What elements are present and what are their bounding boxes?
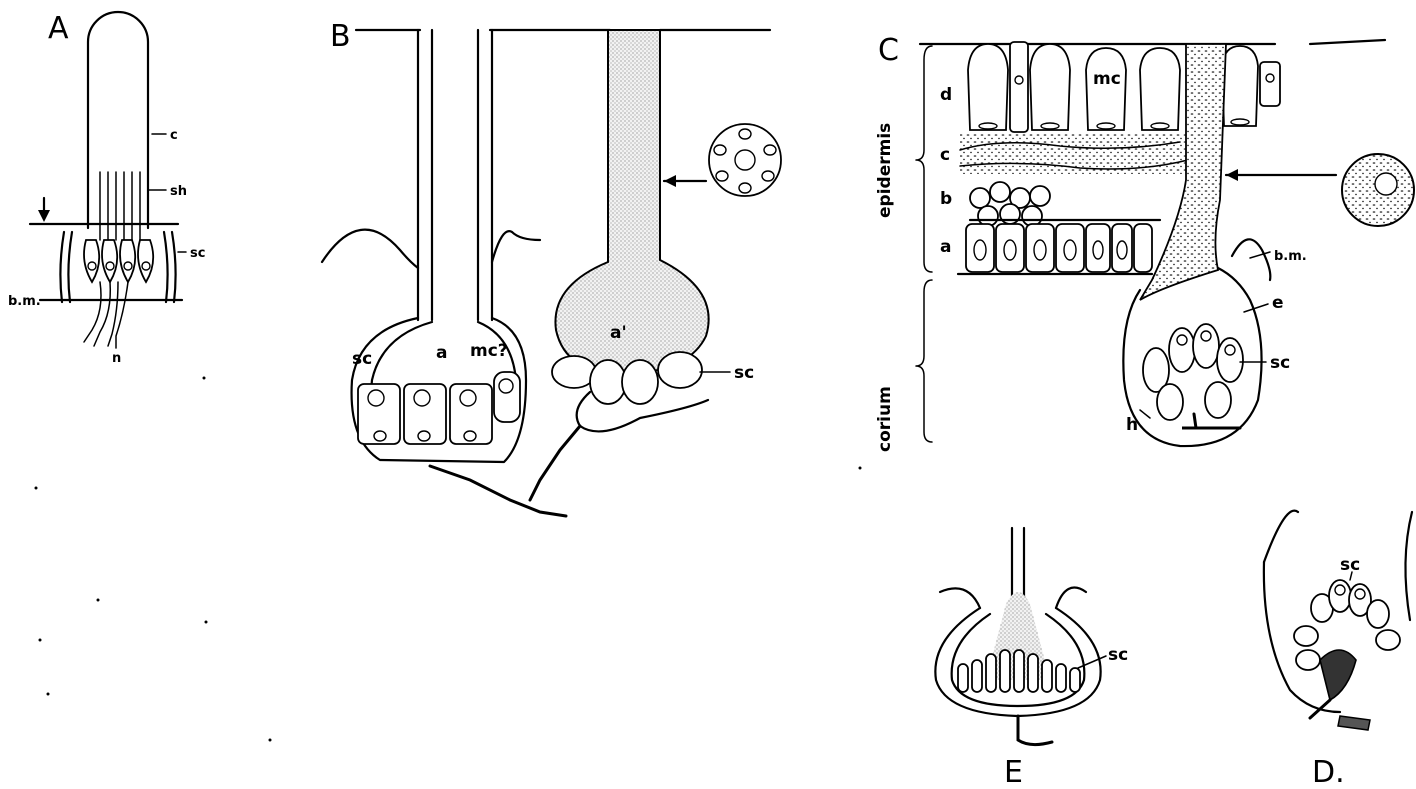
sensory-cells — [84, 240, 153, 282]
nerve-fibers — [84, 282, 128, 348]
label-sensory-cells-c: sc — [1270, 353, 1290, 373]
panel-a-letter: A — [48, 11, 69, 46]
brace-corium — [916, 280, 932, 442]
cross-section-b — [709, 124, 781, 196]
sensory-hairs — [100, 172, 140, 240]
label-sensory-hairs: sh — [170, 184, 187, 199]
label-mucous-cell-c: mc — [1093, 69, 1121, 89]
nerve-d — [1310, 700, 1330, 718]
sensory-cells-b — [358, 372, 520, 444]
sensory-cells-c — [1143, 324, 1243, 420]
label-nerve: n — [112, 351, 121, 366]
label-h: h — [1126, 415, 1138, 435]
layer-a: a — [940, 237, 951, 257]
cupula — [88, 12, 148, 228]
canal-wall-cells — [418, 30, 492, 320]
layer-a-cells — [966, 224, 1152, 272]
layer-c: c — [940, 145, 950, 165]
label-cupula: c — [170, 128, 178, 143]
cross-section-c — [1342, 154, 1414, 226]
panel-d-letter: D. — [1312, 755, 1345, 789]
label-mucous-cell: mc? — [470, 341, 508, 361]
panel-b: B — [322, 19, 781, 516]
layer-d: d — [940, 85, 952, 105]
label-sensory-cells: sc — [190, 246, 205, 261]
label-sensory-cells-e: sc — [1108, 645, 1128, 665]
label-sensory-cells-b-right: sc — [734, 363, 754, 383]
scan-specks — [35, 377, 862, 742]
label-sensory-cells-d: sc — [1340, 555, 1360, 575]
panel-d: sc D. — [1264, 511, 1412, 789]
label-basement-membrane: b.m. — [8, 294, 41, 309]
panel-e-letter: E — [1004, 755, 1023, 789]
panel-c-letter: C — [878, 33, 899, 68]
nerve-e — [1018, 716, 1052, 745]
mucous-cells — [968, 42, 1280, 132]
panel-e: sc E — [935, 528, 1128, 789]
ampulla-right — [555, 30, 708, 374]
brace-epidermis — [916, 46, 932, 272]
panel-c: C epidermis corium d c b a — [875, 33, 1414, 452]
label-ampulla-lumen: a — [436, 343, 447, 363]
region-epidermis: epidermis — [875, 123, 895, 218]
layer-b: b — [940, 189, 952, 209]
sensory-cells-e — [958, 650, 1080, 692]
label-basement-membrane-c: b.m. — [1274, 249, 1307, 264]
label-sensory-cells-b: sc — [352, 349, 372, 369]
region-corium: corium — [875, 386, 895, 452]
panel-b-letter: B — [330, 19, 351, 54]
label-epithelium: e — [1272, 293, 1284, 313]
label-ampulla-lumen-prime: a' — [610, 323, 627, 343]
panel-a: A — [8, 11, 205, 366]
